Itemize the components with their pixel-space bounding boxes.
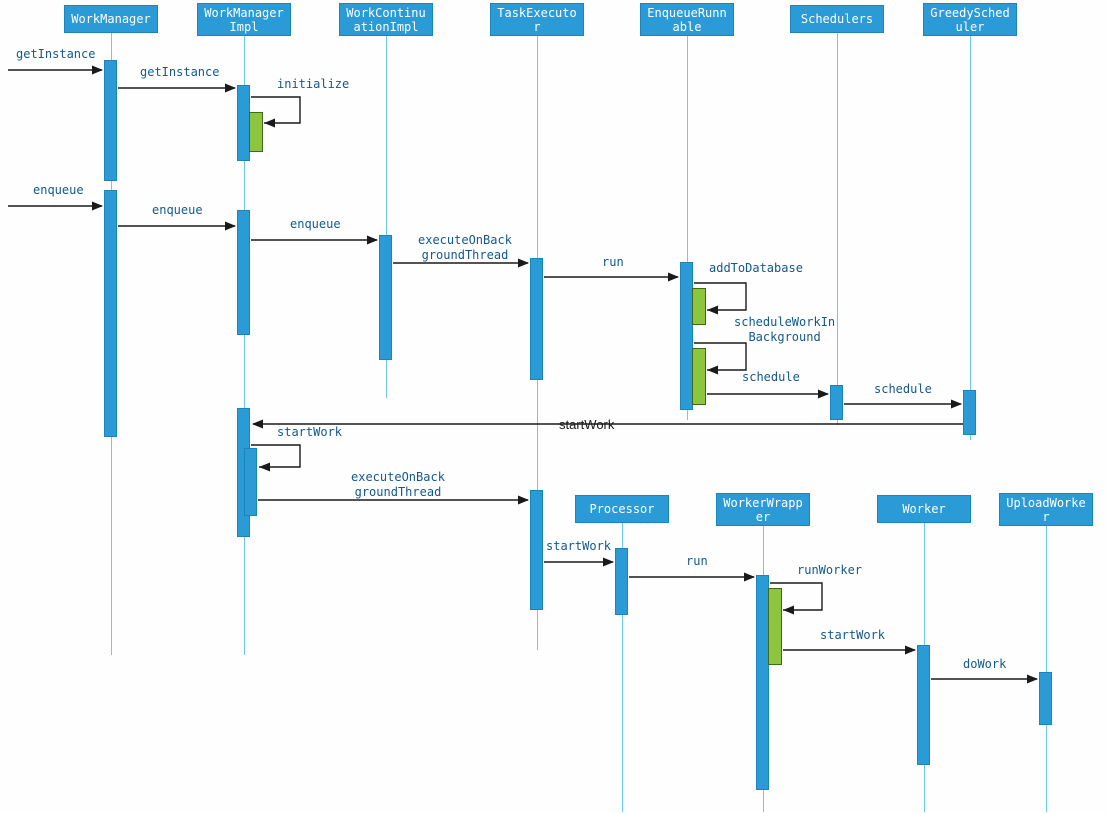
message-label-getinstance: getInstance — [16, 47, 96, 61]
lifeline-header-workerwrapper: WorkerWrapp er — [716, 493, 810, 526]
lifeline-header-enqueuerunnable: EnqueueRunn able — [640, 3, 734, 36]
arrowhead — [744, 572, 755, 582]
activation-bar-greedyscheduler — [963, 390, 976, 435]
arrowhead — [1027, 674, 1038, 684]
lifeline-header-workcontinuationimpl: WorkContinu ationImpl — [339, 3, 433, 36]
message-label-startwork: startWork — [820, 628, 886, 642]
arrowhead — [818, 389, 829, 399]
message-label-run: run — [686, 554, 708, 568]
lifeline-header-uploadworker: UploadWorke r — [999, 493, 1093, 526]
lifeline-header-taskexecutor: TaskExecuto r — [490, 3, 584, 36]
arrowhead — [668, 272, 679, 282]
message-label-startwork: startWork — [277, 425, 343, 439]
arrowhead — [259, 462, 270, 472]
lifeline-workmanagerimpl — [243, 36, 245, 655]
arrowhead — [252, 419, 263, 429]
lifeline-header-schedulers: Schedulers — [790, 5, 884, 33]
lifeline-uploadworker — [1045, 526, 1047, 812]
activation-bar-schedulers — [830, 385, 843, 420]
message-label-enqueue: enqueue — [290, 217, 341, 231]
arrowhead — [951, 399, 962, 409]
arrowhead — [367, 235, 378, 245]
self-activation-initialize — [249, 112, 263, 152]
message-self-startwork-line — [251, 444, 301, 468]
message-label-startwork: startWork — [546, 539, 612, 553]
message-label-enqueue: enqueue — [152, 203, 203, 217]
message-label-scheduleworkin: scheduleWorkIn Background — [734, 315, 836, 344]
message-label-addtodatabase: addToDatabase — [709, 261, 803, 275]
lifeline-header-workmanagerimpl: WorkManager Impl — [197, 3, 291, 36]
lifeline-schedulers — [836, 33, 838, 425]
message-label-schedule: schedule — [874, 382, 932, 396]
arrowhead — [518, 495, 529, 505]
message-label-runworker: runWorker — [797, 563, 863, 577]
arrowhead — [905, 645, 916, 655]
message-label-dowork: doWork — [963, 657, 1007, 671]
activation-bar-processor — [615, 548, 628, 615]
self-activation-scheduleworkinbackground — [692, 348, 706, 405]
lifeline-header-workmanager: WorkManager — [64, 5, 158, 33]
lifeline-greedyscheduler — [969, 36, 971, 440]
activation-bar-workcontinuationimpl — [379, 235, 392, 360]
lifeline-header-greedyscheduler: GreedySched uler — [923, 3, 1017, 36]
arrowhead — [92, 201, 103, 211]
message-label-run: run — [602, 255, 624, 269]
activation-bar-workerwrapper — [756, 575, 769, 790]
activation-bar-workmanager — [104, 190, 117, 437]
message-label-initialize: initialize — [277, 77, 350, 91]
activation-bar-enqueuerunnable — [680, 262, 693, 410]
arrowhead — [707, 365, 718, 375]
activation-bar-workmanager — [104, 60, 117, 181]
message-label-schedule: schedule — [742, 370, 800, 384]
arrowhead — [707, 305, 718, 315]
activation-bar-taskexecutor — [530, 490, 543, 610]
activation-bar-taskexecutor — [530, 258, 543, 380]
message-label-getinstance: getInstance — [140, 65, 220, 79]
arrowhead — [225, 83, 236, 93]
self-activation-runworker — [768, 588, 782, 665]
activation-bar-worker — [917, 645, 930, 765]
self-activation-addtodatabase — [692, 288, 706, 325]
lifeline-header-worker: Worker — [877, 495, 971, 523]
message-label-enqueue: enqueue — [33, 183, 84, 197]
arrowhead — [225, 221, 236, 231]
arrowhead — [264, 118, 275, 128]
message-label-executeonback: executeOnBack groundThread — [418, 233, 512, 262]
arrowhead — [518, 258, 529, 268]
activation-bar-uploadworker — [1039, 672, 1052, 725]
arrowhead — [92, 65, 103, 75]
lifeline-header-processor: Processor — [575, 495, 669, 523]
activation-bar-workmanagerimpl — [244, 448, 257, 516]
lifeline-processor — [621, 523, 623, 812]
message-label-startwork: startWork — [559, 417, 615, 432]
message-label-executeonback: executeOnBack groundThread — [351, 470, 445, 499]
arrowhead — [603, 557, 614, 567]
arrowhead — [783, 605, 794, 615]
lifeline-workcontinuationimpl — [385, 36, 387, 398]
lifeline-enqueuerunnable — [686, 36, 688, 420]
activation-bar-workmanagerimpl — [237, 210, 250, 335]
